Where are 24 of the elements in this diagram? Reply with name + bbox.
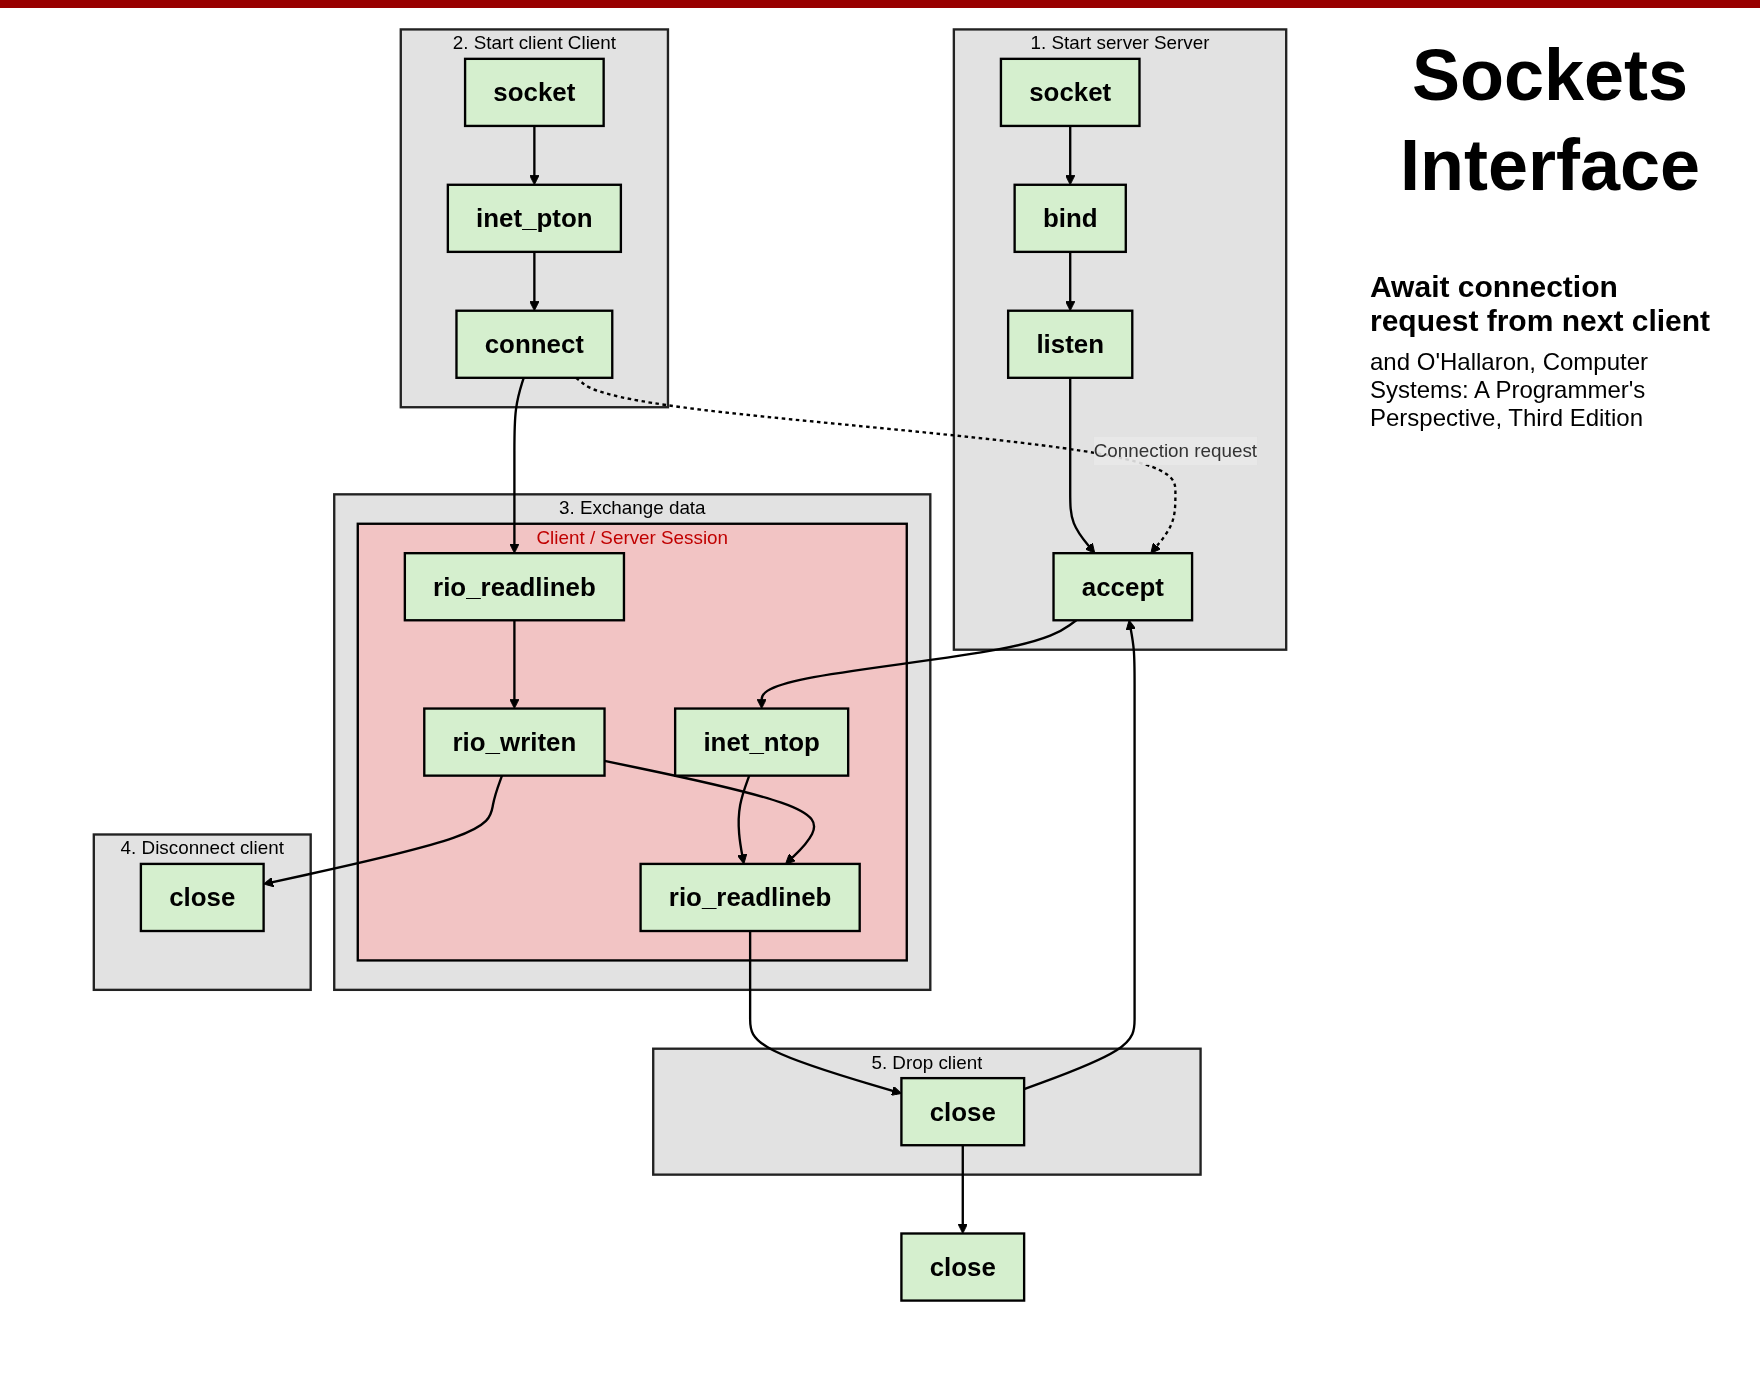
node-box: close <box>900 1076 1026 1147</box>
node-box: inet_ntop <box>673 707 850 777</box>
edge-label: Connection request <box>1093 440 1258 461</box>
node-box: connect <box>455 309 614 379</box>
arrow <box>263 775 504 888</box>
note-text: and O'Hallaron, Computer Systems: A Programmer's Perspective, Third Edition <box>1370 348 1650 432</box>
node-box: rio_readlineb <box>403 552 626 622</box>
node-box: listen <box>1006 309 1134 379</box>
arrow <box>957 1145 968 1234</box>
node-box: close <box>139 862 265 933</box>
node-box: accept <box>1052 552 1194 622</box>
arrow <box>748 931 902 1096</box>
node-box: rio_readlineb <box>639 862 861 933</box>
arrow <box>509 620 520 709</box>
node-box: socket <box>463 57 605 128</box>
arrow <box>1069 377 1096 554</box>
node-box: inet_pton <box>446 183 623 254</box>
node-box: bind <box>1013 183 1127 254</box>
node-box: rio_writen <box>423 707 606 777</box>
slide-title: Sockets Interface <box>1398 34 1702 207</box>
node-box: close <box>900 1232 1026 1302</box>
note-text: Await connection request from next client <box>1370 270 1712 338</box>
arrow <box>509 377 525 554</box>
node-box: socket <box>999 57 1141 128</box>
